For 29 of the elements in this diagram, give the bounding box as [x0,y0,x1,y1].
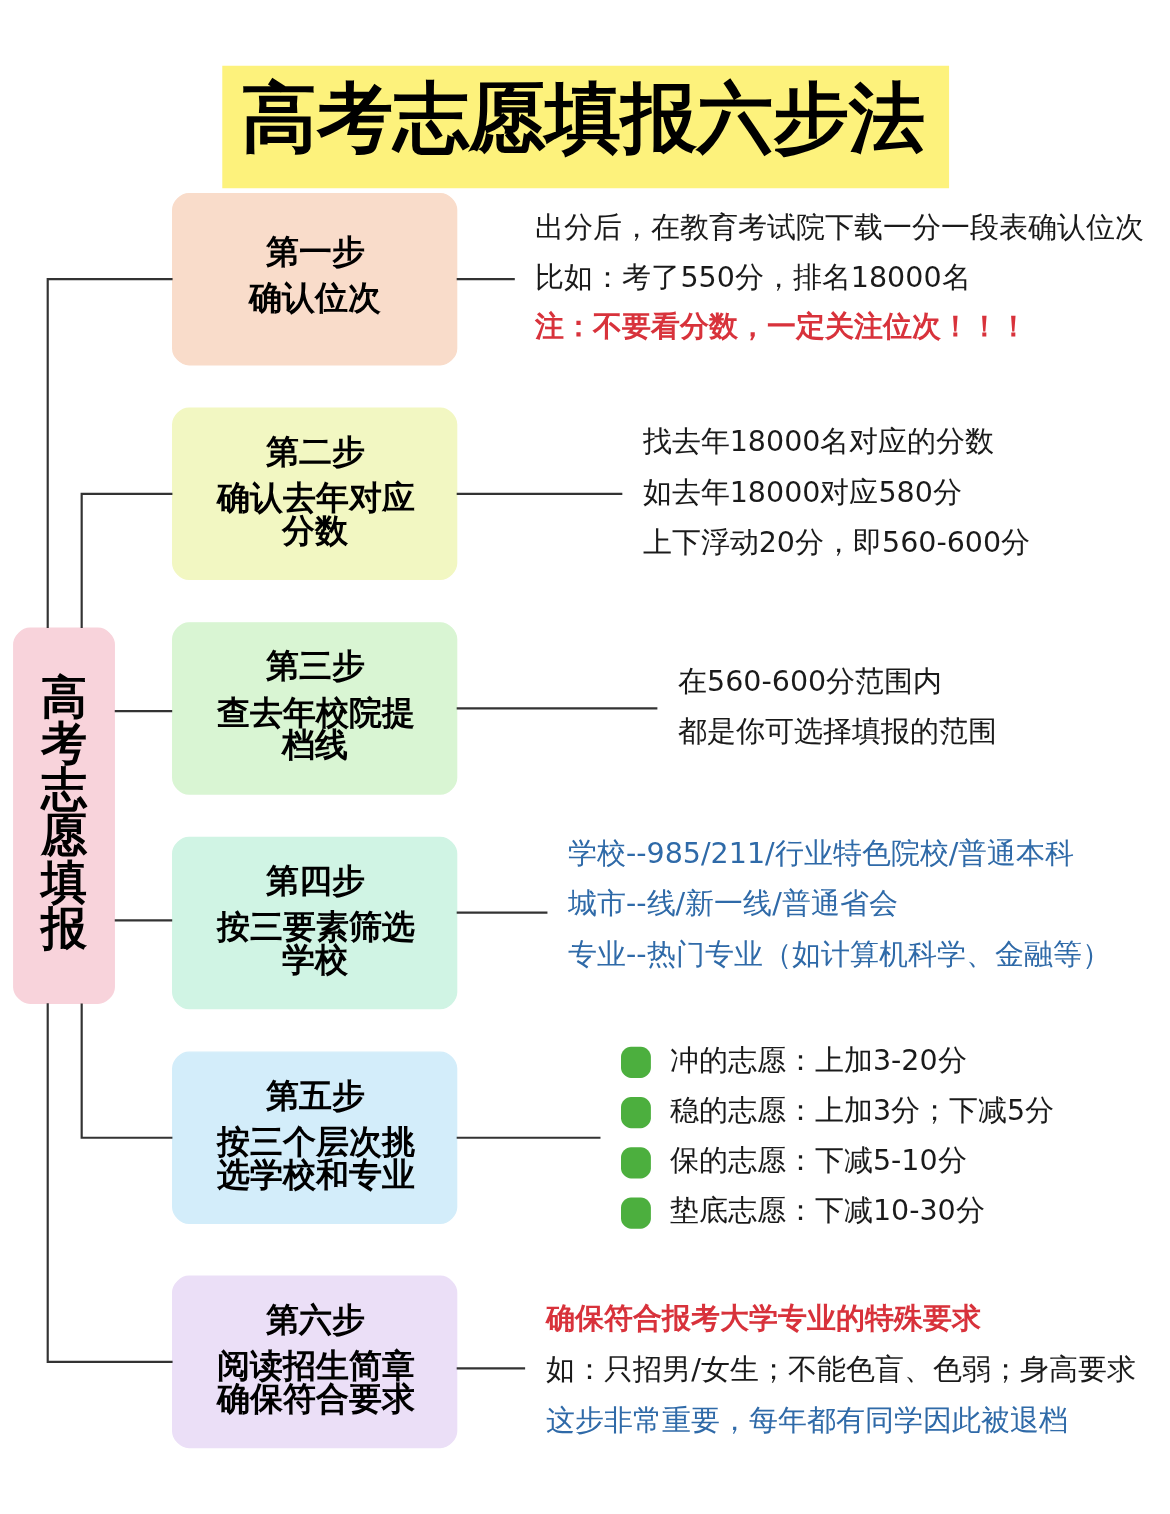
connector [456,278,515,281]
connector [456,911,548,914]
node-box: 高考志愿填报 [13,627,115,1004]
node-label: 保的志愿：下减5-10分 [669,1144,967,1178]
connector [456,1367,526,1370]
node-text: 在560-600分范围内 都是你可选择填报的范围 [678,664,998,748]
node-text: 学校--985/211/行业特色院校/普通本科 城市--线/新一线/普通省会 专业--热门专业（如计算机科学、金融等） [568,837,1111,971]
node-box: 第四步 按三要素筛选学校 [172,836,458,1010]
connector [80,1003,173,1139]
diagram-title: 高考志愿填报六步法 [241,73,926,163]
node-label: 垫底志愿：下减10-30分 [669,1194,985,1228]
connector [456,707,658,710]
node-text: 确保符合报考大学专业的特殊要求 如：只招男/女生；不能色盲、色弱；身高要求 这步非常重要，每年都有同学因此被退档 [546,1301,1136,1437]
node-label: 冲的志愿：上加3-20分 [669,1043,967,1077]
connector [114,919,173,922]
connector [456,1136,601,1139]
node-box: 第一步 确认位次 [172,192,458,366]
node-text: 出分后，在教育考试院下载一分一段表确认位次 比如：考了550分，排名18000名 注：不要看分数，一定关注位次！！！ [535,210,1145,343]
node-box: 第二步 确认去年对应分数 [172,407,458,581]
connector [46,1003,173,1363]
connector [46,278,173,629]
connector [80,492,173,628]
node-box: 第三步 查去年校院提档线 [172,622,458,795]
node-box: 第六步 阅读招生简章确保符合要求 [172,1275,458,1449]
connector [456,492,623,495]
node-label: 稳的志愿：上加3分；下减5分 [669,1093,1055,1127]
node-box: 第五步 按三个层次挑选学校和专业 [172,1051,458,1224]
connector [114,710,173,713]
node-text: 找去年18000名对应的分数 如去年18000对应580分 上下浮动20分，即560-600分 [642,425,1031,559]
